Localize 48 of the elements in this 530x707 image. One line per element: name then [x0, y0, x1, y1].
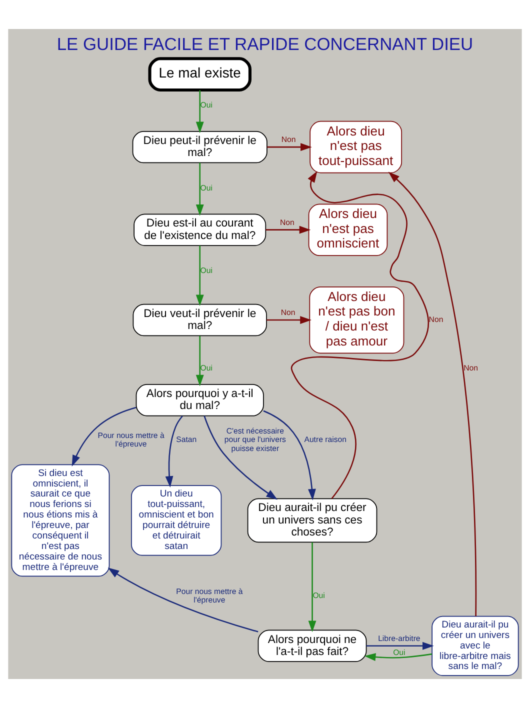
edge-label: Non [428, 314, 444, 324]
edge-label: Non [280, 307, 296, 316]
edge-label: Oui [393, 647, 406, 656]
arrow [267, 142, 312, 151]
diagram-title: LE GUIDE FACILE ET RAPIDE CONCERNANT DIEU [56, 33, 474, 54]
node-box: Dieu veut-il prévenir le mal? [132, 303, 267, 336]
arrow [266, 225, 311, 234]
edge-label: Oui [200, 182, 212, 192]
node-box: Dieu aurait-il pu créer un univers sans ces choses? [247, 498, 378, 542]
edge-label: C'est nécessaire pour que l'univers puisse exister [224, 426, 286, 452]
arrow [196, 90, 204, 133]
edge-label: Oui [312, 590, 325, 600]
arrow [388, 171, 477, 616]
edge-label: Non [281, 134, 296, 144]
edge-label: Autre raison [304, 434, 346, 444]
arrow [72, 406, 136, 466]
arrow [196, 162, 204, 216]
arrow [263, 410, 316, 500]
arrow [196, 336, 204, 386]
node-box: Si dieu est omniscient, il saurait ce que nous ferions si nous étions mis à l'épreuve, par conséquent il n'est pas nécessaire de nous mettre à l'épreuve [11, 464, 110, 576]
edge-label: Oui [200, 100, 212, 110]
edge-label: Oui [200, 266, 212, 275]
node-box: Dieu est-il au courant de l'existence du mal? [134, 213, 266, 246]
node-box: Alors dieu n'est pas bon / dieu n'est pas amour [309, 286, 404, 354]
edge-label: Oui [200, 363, 212, 372]
arrow [291, 170, 429, 498]
arrow [108, 567, 258, 632]
arrow [204, 415, 278, 500]
node-box: Alors pourquoi ne l'a-t-il pas fait? [258, 629, 367, 662]
arrow [196, 245, 204, 306]
node-box: Alors dieu n'est pas omniscient [308, 203, 388, 256]
node-box: Le mal existe [148, 56, 252, 92]
node-box: Dieu aurait-il pu créer un univers avec le libre-arbitre mais sans le mal? [432, 615, 519, 676]
edge-label: Non [280, 217, 294, 226]
arrow [165, 415, 183, 487]
arrow [366, 641, 434, 650]
node-box: Dieu peut-il prévenir le mal? [132, 130, 268, 163]
arrow [364, 652, 432, 660]
edge-label: Non [464, 363, 478, 372]
arrow [266, 316, 312, 324]
edge-label: Pour nous mettre à l'épreuve [176, 586, 243, 604]
arrow [308, 542, 316, 632]
node-box: Alors dieu n'est pas tout-puissant [310, 120, 402, 173]
edge-label: Pour nous mettre à l'épreuve [98, 430, 164, 448]
node-box: Alors pourquoi y a-t-il du mal? [136, 384, 264, 416]
edge-label: Libre-arbitre [378, 633, 420, 642]
node-box: Un dieu tout-puissant, omniscient et bon pourrait détruire et détruirait satan [131, 484, 222, 556]
edge-label: Satan [176, 434, 197, 444]
